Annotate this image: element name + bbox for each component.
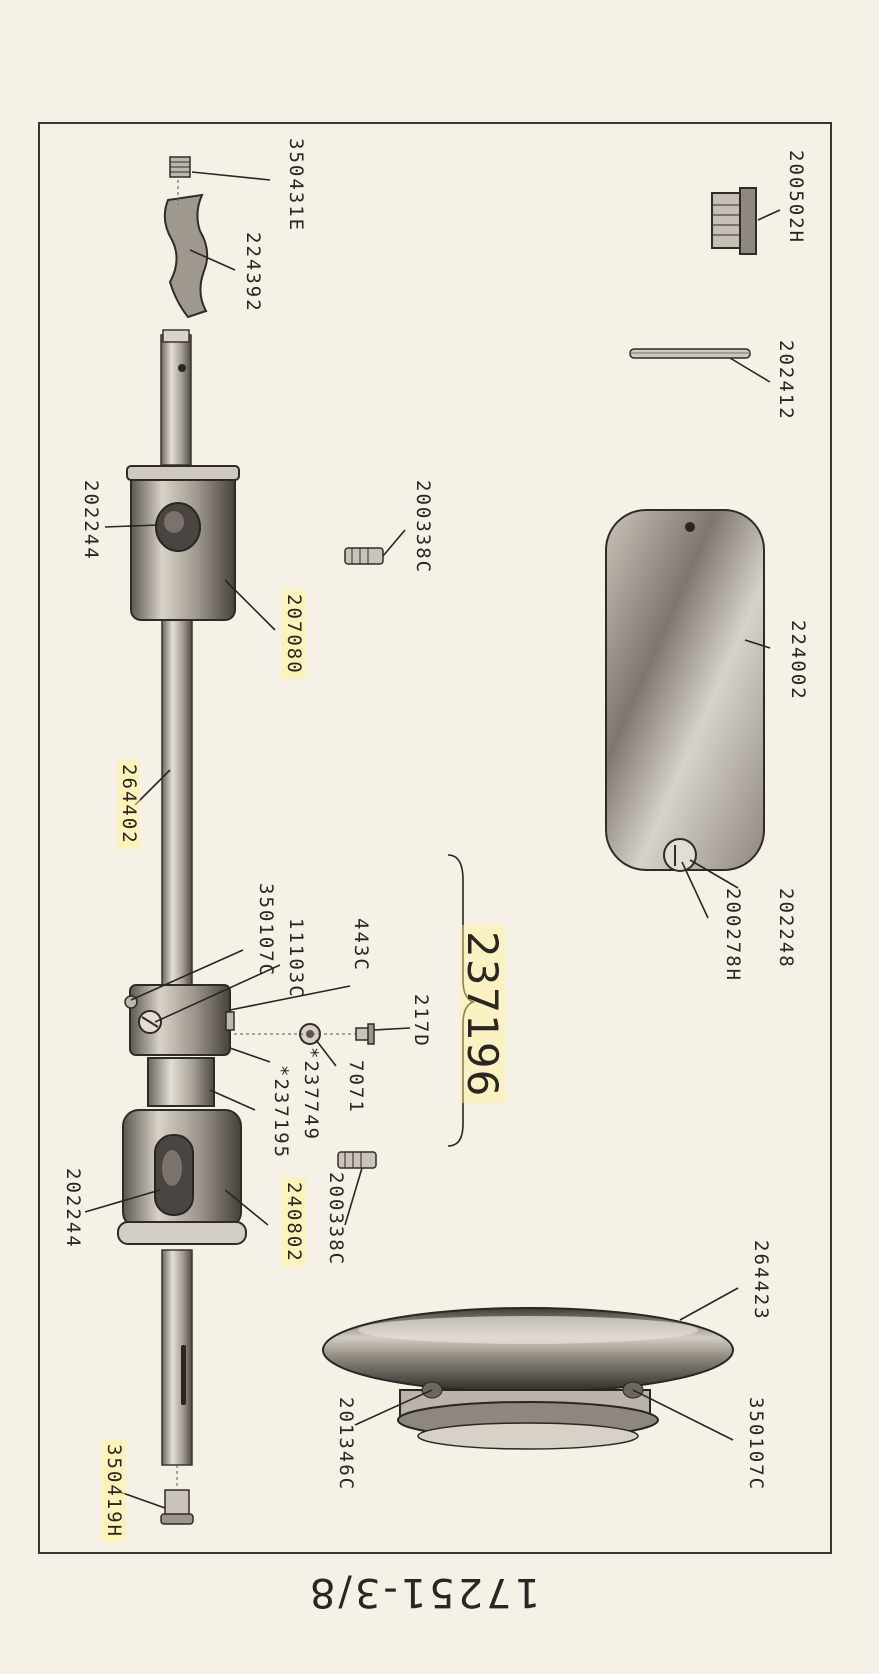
label-240802: 240802	[282, 1178, 305, 1267]
assembly-number: 237196	[458, 925, 507, 1104]
label-202244-top: 202244	[80, 480, 102, 561]
label-200338C-top: 200338C	[412, 480, 434, 575]
label-11103C: 11103C	[285, 918, 307, 999]
label-350431E: 350431E	[285, 138, 307, 233]
label-443C: 443C	[350, 918, 372, 972]
shaft	[160, 329, 193, 1466]
screw-217D	[355, 1023, 375, 1045]
leader-lines	[84, 171, 781, 1509]
label-201346C: 201346C	[335, 1397, 357, 1492]
label-7071: 7071	[345, 1060, 367, 1114]
label-237195: *237195	[270, 1065, 292, 1160]
label-237749: *237749	[300, 1047, 322, 1142]
handwheel-264423	[322, 1307, 734, 1450]
set-screw-top	[344, 547, 384, 565]
label-200338C-bottom: 200338C	[325, 1172, 347, 1267]
label-207080: 207080	[282, 590, 305, 679]
label-200502H: 200502H	[785, 150, 807, 245]
end-screw	[160, 1465, 194, 1525]
collar-240802	[117, 1109, 247, 1245]
spring-and-cap	[163, 156, 209, 319]
label-217D: 217D	[410, 994, 432, 1048]
label-202248: 202248	[775, 888, 797, 969]
fitting-200502H	[711, 187, 757, 255]
catalog-number: 17251-3/8	[306, 1569, 540, 1615]
label-264402: 264402	[117, 760, 140, 849]
pin-202412	[629, 348, 751, 359]
label-202412: 202412	[775, 340, 797, 421]
collar-207080	[126, 465, 240, 621]
label-224002: 224002	[787, 620, 809, 701]
label-264423: 264423	[750, 1240, 772, 1321]
label-350107C-mid: 350107C	[255, 883, 277, 978]
clamp-collar	[124, 984, 235, 1107]
set-screw-bottom	[337, 1151, 377, 1169]
label-350419H: 350419H	[102, 1440, 125, 1543]
label-202244-bottom: 202244	[62, 1168, 84, 1249]
label-350107C-right: 350107C	[745, 1397, 767, 1492]
diagram-frame	[38, 122, 832, 1554]
label-200278H: 200278H	[722, 888, 744, 983]
label-224392: 224392	[242, 232, 264, 313]
plate-224002	[605, 509, 765, 872]
